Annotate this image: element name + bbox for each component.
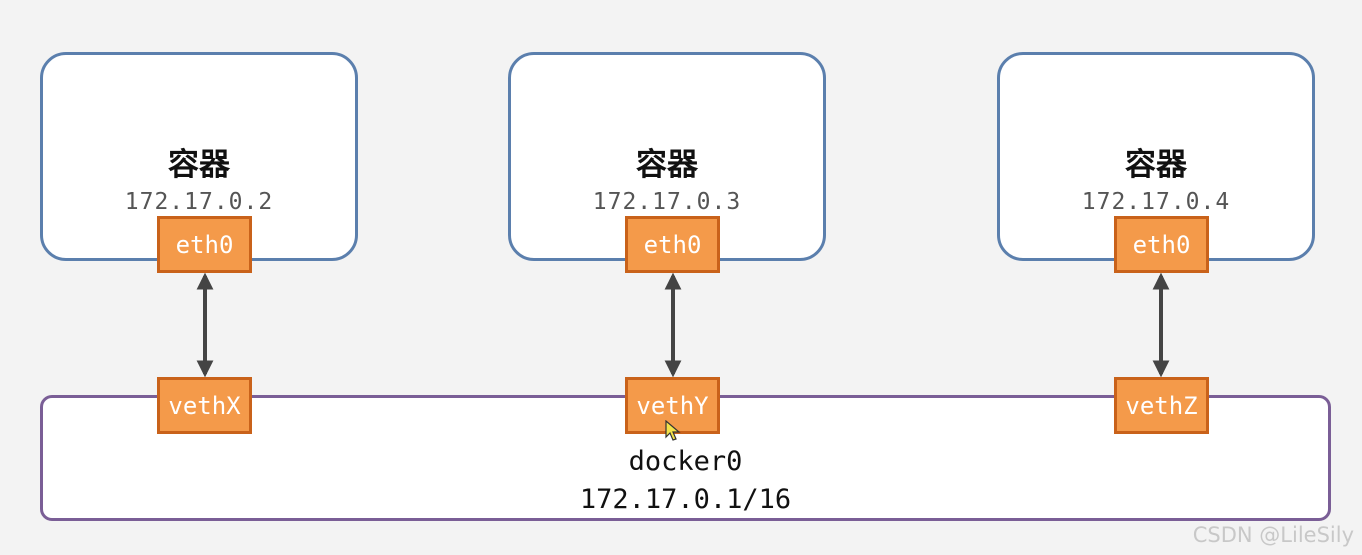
container-ip: 172.17.0.2 — [124, 189, 274, 215]
bridge-name: docker0 — [628, 446, 743, 477]
container-title: 容器 — [1125, 147, 1187, 183]
eth0-interface-2: eth0 — [625, 216, 720, 273]
container-ip: 172.17.0.3 — [592, 189, 742, 215]
eth0-interface-3: eth0 — [1114, 216, 1209, 273]
veth-interface-y: vethY — [625, 377, 720, 434]
mouse-pointer-icon — [665, 420, 681, 441]
container-ip: 172.17.0.4 — [1081, 189, 1231, 215]
veth-interface-z: vethZ — [1114, 377, 1209, 434]
bridge-ip: 172.17.0.1/16 — [579, 484, 792, 515]
veth-interface-x: vethX — [157, 377, 252, 434]
container-title: 容器 — [168, 147, 230, 183]
watermark: CSDN @LileSily — [1192, 523, 1354, 547]
container-title: 容器 — [636, 147, 698, 183]
eth0-interface-1: eth0 — [157, 216, 252, 273]
